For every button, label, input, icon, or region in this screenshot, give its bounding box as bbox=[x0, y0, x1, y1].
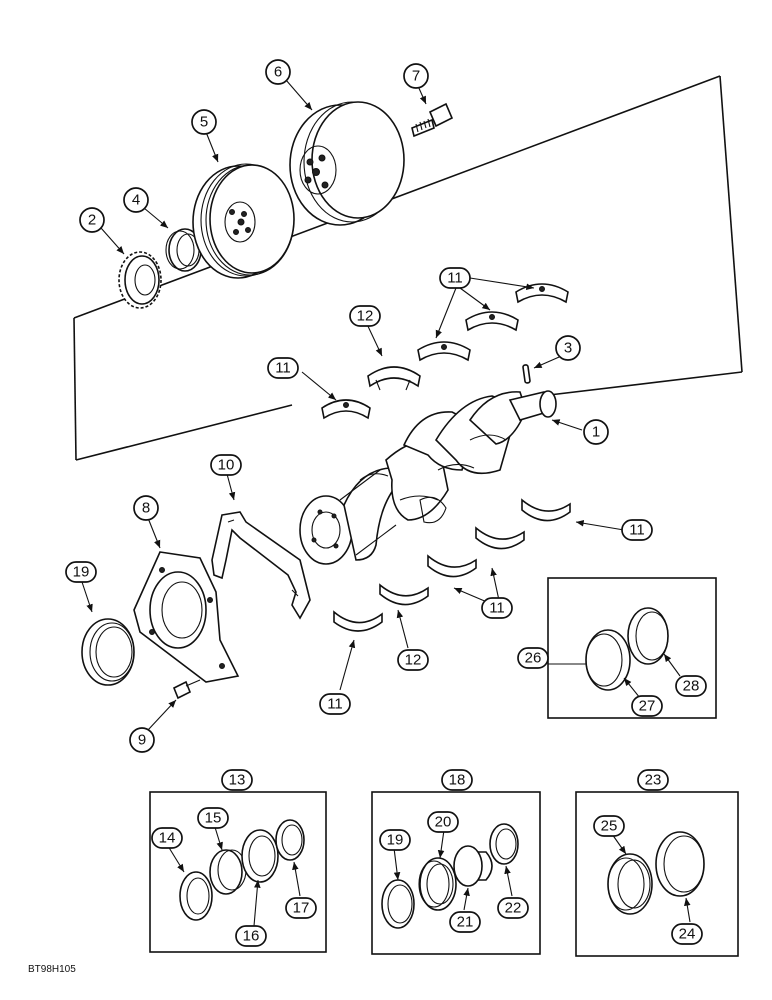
callout-11d-label: 11 bbox=[489, 600, 505, 617]
callout-1-label: 1 bbox=[592, 424, 600, 441]
figure-id: BT98H105 bbox=[28, 964, 76, 975]
callout-9: 9 bbox=[129, 727, 155, 753]
callout-9-label: 9 bbox=[138, 732, 146, 749]
callout-6-label: 6 bbox=[274, 64, 282, 81]
callout-28: 28 bbox=[675, 675, 707, 697]
callout-26: 26 bbox=[517, 647, 549, 669]
callout-16: 16 bbox=[235, 925, 267, 947]
lower-bearing-shells bbox=[333, 498, 571, 632]
rear-seal bbox=[81, 618, 135, 686]
callout-19b: 19 bbox=[379, 829, 411, 851]
callout-21-label: 21 bbox=[457, 914, 474, 931]
callout-26-label: 26 bbox=[525, 650, 542, 667]
callout-11a-label: 11 bbox=[275, 360, 291, 377]
callout-3: 3 bbox=[555, 335, 581, 361]
callout-21: 21 bbox=[449, 911, 481, 933]
callout-7-label: 7 bbox=[412, 68, 420, 85]
callout-17: 17 bbox=[285, 897, 317, 919]
callout-2: 2 bbox=[79, 207, 105, 233]
callout-11c-label: 11 bbox=[629, 522, 645, 539]
callout-8: 8 bbox=[133, 495, 159, 521]
callout-24-label: 24 bbox=[679, 926, 696, 943]
callout-12a-label: 12 bbox=[357, 308, 374, 325]
callout-16-label: 16 bbox=[243, 928, 260, 945]
pulley-bolt bbox=[411, 102, 454, 138]
callout-1: 1 bbox=[583, 419, 609, 445]
callout-14-label: 14 bbox=[159, 830, 176, 847]
exploded-view-frame bbox=[73, 75, 743, 461]
callout-22-label: 22 bbox=[505, 900, 522, 917]
callout-12a: 12 bbox=[349, 305, 381, 327]
callout-27: 27 bbox=[631, 695, 663, 717]
callout-27-label: 27 bbox=[639, 698, 656, 715]
callout-20-label: 20 bbox=[435, 814, 452, 831]
callout-6: 6 bbox=[265, 59, 291, 85]
callout-28-label: 28 bbox=[683, 678, 700, 695]
crankshaft-gear bbox=[118, 251, 162, 309]
callout-3-label: 3 bbox=[564, 340, 572, 357]
callout-4: 4 bbox=[123, 187, 149, 213]
crankshaft-pulley bbox=[192, 163, 295, 279]
callout-12b-label: 12 bbox=[405, 652, 422, 669]
dowel-pin bbox=[522, 364, 531, 384]
callout-17-label: 17 bbox=[293, 900, 310, 917]
callout-13: 13 bbox=[221, 769, 253, 791]
rear-cover-gasket bbox=[211, 511, 311, 620]
callout-20: 20 bbox=[427, 811, 459, 833]
callout-14: 14 bbox=[151, 827, 183, 849]
callout-13-label: 13 bbox=[229, 772, 246, 789]
callout-15-label: 15 bbox=[205, 810, 222, 827]
callout-8-label: 8 bbox=[142, 500, 150, 517]
callout-11e: 11 bbox=[319, 693, 351, 715]
callout-7: 7 bbox=[403, 63, 429, 89]
callout-23-label: 23 bbox=[645, 772, 662, 789]
kit-box-26 bbox=[547, 577, 717, 719]
callout-18-label: 18 bbox=[449, 772, 466, 789]
vibration-damper bbox=[289, 101, 405, 226]
callout-2-label: 2 bbox=[88, 212, 96, 229]
kit-box-13 bbox=[149, 791, 327, 953]
callout-11b: 11 bbox=[439, 267, 471, 289]
housing-bolt bbox=[172, 679, 201, 700]
callout-11b-label: 11 bbox=[447, 270, 463, 287]
callout-24: 24 bbox=[671, 923, 703, 945]
callout-10: 10 bbox=[210, 454, 242, 476]
callout-22: 22 bbox=[497, 897, 529, 919]
callout-5-label: 5 bbox=[200, 114, 208, 131]
callout-25: 25 bbox=[593, 815, 625, 837]
callout-11c: 11 bbox=[621, 519, 653, 541]
callout-23: 23 bbox=[637, 769, 669, 791]
callout-11e-label: 11 bbox=[327, 696, 343, 713]
callout-5: 5 bbox=[191, 109, 217, 135]
kit-box-23 bbox=[575, 791, 739, 957]
callout-11d: 11 bbox=[481, 597, 513, 619]
callout-19a: 19 bbox=[65, 561, 97, 583]
callout-19a-label: 19 bbox=[73, 564, 90, 581]
callout-25-label: 25 bbox=[601, 818, 618, 835]
callout-15: 15 bbox=[197, 807, 229, 829]
callout-11a: 11 bbox=[267, 357, 299, 379]
callout-18: 18 bbox=[441, 769, 473, 791]
callout-10-label: 10 bbox=[218, 457, 235, 474]
callout-4-label: 4 bbox=[132, 192, 140, 209]
rear-seal-housing bbox=[133, 551, 240, 683]
callout-19b-label: 19 bbox=[387, 832, 404, 849]
callout-12b: 12 bbox=[397, 649, 429, 671]
crankshaft bbox=[299, 390, 557, 565]
